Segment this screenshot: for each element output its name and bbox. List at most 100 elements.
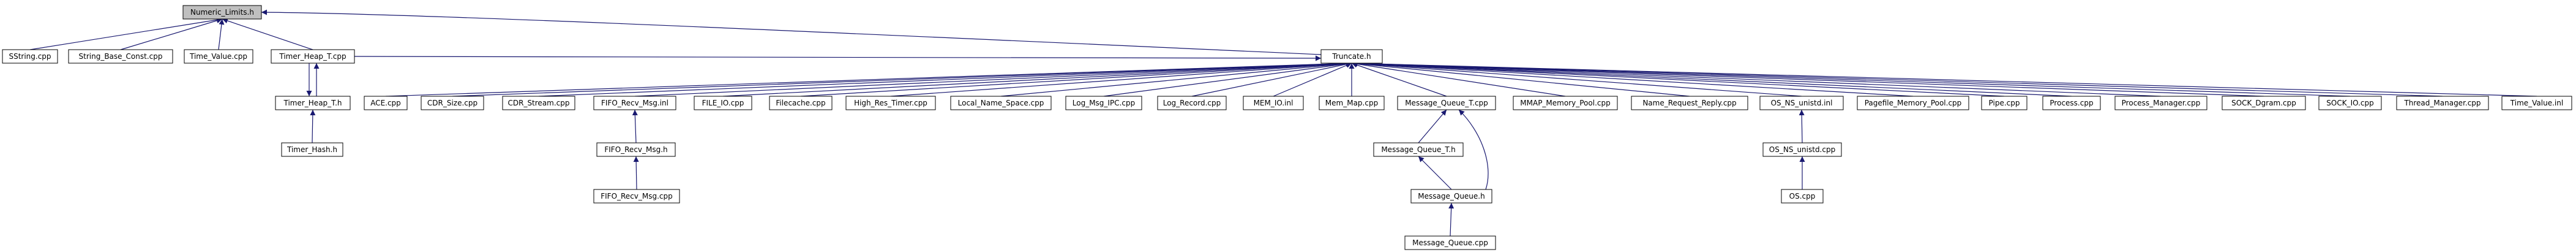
edge-message-queue-h-to-message-queue-t-h <box>1418 156 1452 190</box>
edge-string-base-const-to-numeric-limits <box>120 18 223 50</box>
node-high-res-timer[interactable]: High_Res_Timer.cpp <box>845 96 936 110</box>
edge-message-queue-cpp-to-message-queue-h <box>1448 202 1455 237</box>
edge-message-queue-h-to-message-queue-t-cpp <box>1458 109 1489 190</box>
node-cdr-stream[interactable]: CDR_Stream.cpp <box>502 96 575 110</box>
edge-ace-to-truncate <box>385 60 1352 97</box>
node-timer-hash[interactable]: Timer_Hash.h <box>281 142 343 157</box>
edge-log-msg-ipc-to-truncate <box>1103 61 1352 97</box>
edge-timer-hash-to-timer-heap-t-h <box>310 109 316 143</box>
node-string-base-const[interactable]: String_Base_Const.cpp <box>68 49 173 64</box>
node-label: Thread_Manager.cpp <box>2403 99 2481 107</box>
node-os-ns-unistd-cpp[interactable]: OS_NS_unistd.cpp <box>1762 142 1842 157</box>
edge-truncate-to-numeric-limits <box>261 9 1322 55</box>
edge-timer-heap-t-cpp-to-truncate <box>354 55 1322 61</box>
node-label: FILE_IO.cpp <box>702 99 744 107</box>
edge-process-to-truncate <box>1351 60 2072 97</box>
node-label: SOCK_IO.cpp <box>2326 99 2373 107</box>
node-label: Message_Queue_T.cpp <box>1405 99 1488 107</box>
node-label: Pagefile_Memory_Pool.cpp <box>1865 99 1962 107</box>
node-cdr-size[interactable]: CDR_Size.cpp <box>421 96 484 110</box>
node-label: Name_Request_Reply.cpp <box>1642 99 1736 107</box>
edge-pagefile-memory-pool-to-truncate <box>1351 61 1914 97</box>
edge-timer-heap-t-cpp-to-numeric-limits <box>222 18 313 50</box>
node-fifo-recv-msg-cpp[interactable]: FIFO_Recv_Msg.cpp <box>593 189 680 204</box>
node-file-io[interactable]: FILE_IO.cpp <box>694 96 752 110</box>
node-label: Truncate.h <box>1331 52 1371 61</box>
node-process-manager[interactable]: Process_Manager.cpp <box>2114 96 2207 110</box>
edge-filecache-to-truncate <box>800 61 1352 97</box>
edge-sock-io-to-truncate <box>1351 60 2351 97</box>
node-label: OS.cpp <box>1789 192 1816 200</box>
node-label: Timer_Hash.h <box>286 145 337 154</box>
node-log-msg-ipc[interactable]: Log_Msg_IPC.cpp <box>1065 96 1142 110</box>
node-label: High_Res_Timer.cpp <box>854 99 927 107</box>
node-label: Time_Value.cpp <box>189 52 247 61</box>
edge-name-request-reply-to-truncate <box>1351 61 1690 97</box>
node-message-queue-h[interactable]: Message_Queue.h <box>1410 189 1492 204</box>
node-label: String_Base_Const.cpp <box>79 52 163 61</box>
node-label: Message_Queue.cpp <box>1412 239 1488 247</box>
node-sstring[interactable]: SString.cpp <box>2 49 58 64</box>
node-label: Process_Manager.cpp <box>2122 99 2201 107</box>
node-name-request-reply[interactable]: Name_Request_Reply.cpp <box>1631 96 1748 110</box>
node-label: MEM_IO.inl <box>1254 99 1294 107</box>
node-label: Message_Queue.h <box>1418 192 1485 200</box>
node-label: ACE.cpp <box>370 99 401 107</box>
node-sock-dgram[interactable]: SOCK_Dgram.cpp <box>2222 96 2306 110</box>
file-nodes: Numeric_Limits.h SString.cpp String_Base… <box>2 5 2572 250</box>
node-message-queue-t-h[interactable]: Message_Queue_T.h <box>1373 142 1464 157</box>
node-os-ns-unistd-inl[interactable]: OS_NS_unistd.inl <box>1759 96 1844 110</box>
node-label: Numeric_Limits.h <box>190 8 254 17</box>
edge-thread-manager-to-truncate <box>1351 60 2443 97</box>
node-label: SString.cpp <box>9 52 51 61</box>
node-message-queue-t-cpp[interactable]: Message_Queue_T.cpp <box>1397 96 1496 110</box>
node-label: FIFO_Recv_Msg.h <box>604 145 667 154</box>
edge-time-value-inl-to-truncate <box>1351 60 2537 97</box>
node-label: FIFO_Recv_Msg.cpp <box>601 192 673 200</box>
node-label: Timer_Heap_T.h <box>283 99 342 107</box>
node-thread-manager[interactable]: Thread_Manager.cpp <box>2396 96 2489 110</box>
node-log-record[interactable]: Log_Record.cpp <box>1157 96 1227 110</box>
node-fifo-recv-msg-h[interactable]: FIFO_Recv_Msg.h <box>596 142 676 157</box>
node-label: Log_Record.cpp <box>1163 99 1221 107</box>
node-pipe[interactable]: Pipe.cpp <box>1981 96 2027 110</box>
node-label: Mem_Map.cpp <box>1325 99 1378 107</box>
edge-fifo-recv-msg-inl-to-truncate <box>634 60 1352 97</box>
node-label: Time_Value.inl <box>2510 99 2563 107</box>
edge-cdr-stream-to-truncate <box>538 60 1352 97</box>
node-os-cpp[interactable]: OS.cpp <box>1781 189 1824 204</box>
node-label: Pipe.cpp <box>1989 99 2020 107</box>
edge-mmap-memory-pool-to-truncate <box>1351 61 1566 97</box>
node-time-value-inl[interactable]: Time_Value.inl <box>2501 96 2572 110</box>
node-process[interactable]: Process.cpp <box>2042 96 2101 110</box>
node-local-name-space[interactable]: Local_Name_Space.cpp <box>950 96 1052 110</box>
node-label: OS_NS_unistd.cpp <box>1769 145 1835 154</box>
node-label: Local_Name_Space.cpp <box>958 99 1044 107</box>
edge-file-io-to-truncate <box>722 60 1352 97</box>
node-mem-io[interactable]: MEM_IO.inl <box>1243 96 1304 110</box>
node-ace[interactable]: ACE.cpp <box>364 96 408 110</box>
node-timer-heap-t-h[interactable]: Timer_Heap_T.h <box>275 96 351 110</box>
edge-process-manager-to-truncate <box>1351 60 2162 97</box>
node-mem-map[interactable]: Mem_Map.cpp <box>1319 96 1385 110</box>
node-label: SOCK_Dgram.cpp <box>2231 99 2296 107</box>
node-fifo-recv-msg-inl[interactable]: FIFO_Recv_Msg.inl <box>593 96 676 110</box>
node-filecache[interactable]: Filecache.cpp <box>769 96 833 110</box>
node-numeric-limits[interactable]: Numeric_Limits.h <box>182 5 262 20</box>
edge-local-name-space-to-truncate <box>1000 61 1352 97</box>
node-label: CDR_Stream.cpp <box>507 99 569 107</box>
node-mmap-memory-pool[interactable]: MMAP_Memory_Pool.cpp <box>1513 96 1618 110</box>
node-timer-heap-t-cpp[interactable]: Timer_Heap_T.cpp <box>271 49 355 64</box>
node-label: OS_NS_unistd.inl <box>1771 99 1833 107</box>
edge-os-ns-unistd-inl-to-truncate <box>1351 61 1802 97</box>
edge-log-record-to-truncate <box>1191 61 1352 97</box>
node-label: Log_Msg_IPC.cpp <box>1073 99 1135 107</box>
node-sock-io[interactable]: SOCK_IO.cpp <box>2318 96 2382 110</box>
node-label: Process.cpp <box>2050 99 2093 107</box>
node-truncate[interactable]: Truncate.h <box>1320 49 1383 64</box>
node-label: CDR_Size.cpp <box>427 99 477 107</box>
node-message-queue-cpp[interactable]: Message_Queue.cpp <box>1404 235 1496 250</box>
edge-message-queue-t-cpp-to-truncate <box>1351 62 1447 97</box>
node-pagefile-memory-pool[interactable]: Pagefile_Memory_Pool.cpp <box>1857 96 1969 110</box>
node-time-value-cpp[interactable]: Time_Value.cpp <box>184 49 253 64</box>
